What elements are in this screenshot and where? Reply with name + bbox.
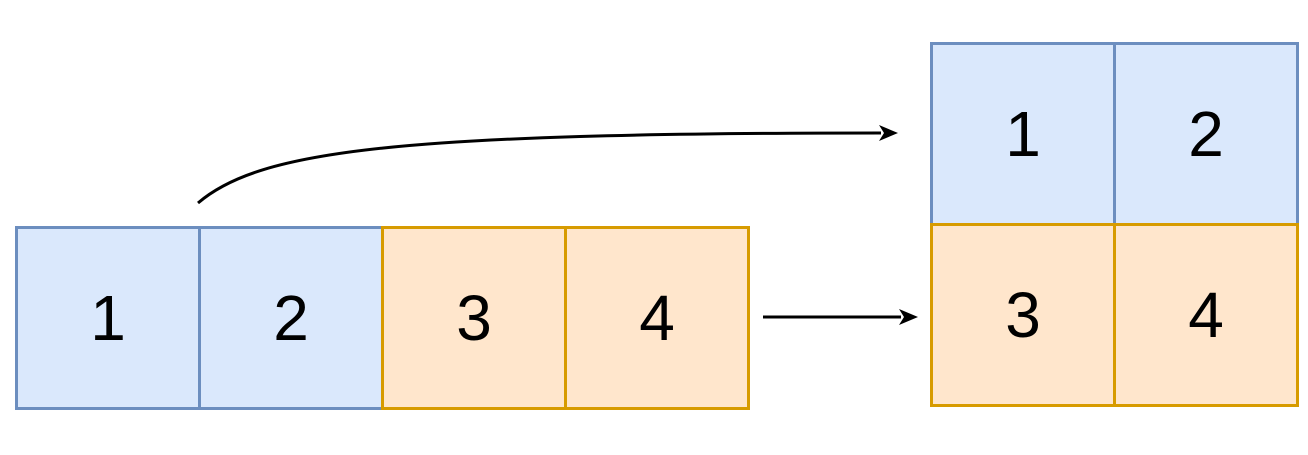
- source-cell-1: 1: [15, 226, 201, 410]
- source-array: 1 2 3 4: [15, 226, 750, 410]
- source-cell-2: 2: [198, 226, 384, 410]
- result-cell-1: 1: [930, 42, 1116, 226]
- result-grid-bottom-row: 3 4: [930, 223, 1299, 407]
- result-cell-4: 4: [1113, 223, 1299, 407]
- result-grid-top-row: 1 2: [930, 42, 1299, 226]
- result-grid: 1 2 3 4: [930, 42, 1299, 407]
- curved-arrow: [197, 125, 898, 205]
- result-cell-3: 3: [930, 223, 1116, 407]
- source-cell-3: 3: [381, 226, 567, 410]
- result-cell-2: 2: [1113, 42, 1299, 226]
- source-cell-4: 4: [564, 226, 750, 410]
